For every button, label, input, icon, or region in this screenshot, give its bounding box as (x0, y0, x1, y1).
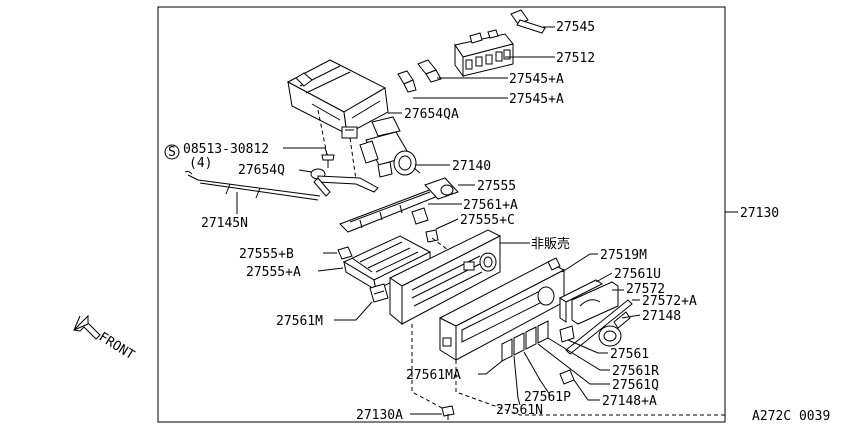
face-plate-27519m[interactable] (438, 257, 566, 361)
label-qty-4: (4) (189, 156, 212, 171)
clip-27148-a[interactable] (559, 369, 575, 385)
label-27572: 27572 (626, 282, 665, 297)
assembly-frame (157, 6, 726, 423)
clip-under-bracket[interactable] (341, 126, 358, 139)
label-27555-a: 27555+A (246, 265, 301, 280)
label-27555-c: 27555+C (460, 213, 515, 228)
leader-27561 (567, 339, 608, 354)
connector-27561m[interactable] (369, 283, 389, 303)
leader-27561n (513, 355, 521, 406)
control-panel-body[interactable] (388, 229, 502, 326)
label-27545-a-upper: 27545+A (509, 72, 564, 87)
leader-27555-c (435, 218, 459, 230)
bracket-27572[interactable] (571, 281, 619, 325)
screw-08513-30812[interactable] (321, 154, 335, 168)
leader-27561u (595, 272, 613, 283)
control-cable-27145n[interactable] (184, 170, 321, 201)
label-27561m: 27561M (276, 314, 323, 329)
guide-line-bottom-right (455, 360, 725, 416)
label-27555-b: 27555+B (239, 247, 294, 262)
label-27512: 27512 (556, 51, 595, 66)
leader-08513 (283, 147, 329, 158)
label-symbol-s: S (168, 145, 176, 160)
figure-code: A272C 0039 (752, 409, 830, 424)
guide-line-bottom-left (411, 324, 447, 411)
label-08513-30812: 08513-30812 (183, 142, 269, 157)
lever-27654q[interactable] (310, 168, 379, 197)
label-27555: 27555 (477, 179, 516, 194)
label-27148: 27148 (642, 309, 681, 324)
label-27561-a: 27561+A (463, 198, 518, 213)
leader-27561m (334, 301, 373, 321)
knob-27148[interactable] (598, 311, 631, 347)
guide-line-27555-c (431, 237, 449, 251)
leader-27561p (523, 351, 551, 396)
label-27654qa: 27654QA (404, 107, 459, 122)
label-27519m: 27519M (600, 248, 647, 263)
switch-27561[interactable] (559, 325, 575, 343)
switch-holder-27555-a[interactable] (342, 235, 432, 292)
knob-27545-a-lower[interactable] (397, 70, 417, 93)
label-27148-a: 27148+A (602, 394, 657, 409)
label-27130a: 27130A (356, 408, 403, 423)
label-27572-a: 27572+A (642, 294, 697, 309)
label-27654q: 27654Q (238, 163, 285, 178)
button-set-27561[interactable] (501, 320, 549, 362)
leader-27148 (621, 314, 641, 319)
label-27140: 27140 (452, 159, 491, 174)
label-27561q: 27561Q (612, 378, 659, 393)
standard-part-symbol (164, 144, 180, 160)
clip-27561-a[interactable] (411, 207, 429, 225)
bracket-27654qa[interactable] (286, 59, 389, 135)
leader-27148-a (573, 379, 600, 401)
front-arrow-icon (72, 314, 101, 340)
slider-lever-27555[interactable] (339, 177, 459, 233)
label-27145n: 27145N (201, 216, 248, 231)
motor-actuator-27140[interactable] (359, 116, 421, 178)
label-27545: 27545 (556, 20, 595, 35)
label-27561u: 27561U (614, 267, 661, 282)
label-27545-a-lower: 27545+A (509, 92, 564, 107)
leader-27654q (298, 169, 313, 173)
leader-27561ma (478, 360, 503, 375)
label-front: FRONT (96, 330, 137, 364)
knob-27545[interactable] (510, 9, 546, 34)
label-27561n: 27561N (496, 403, 543, 418)
clip-27555-b[interactable] (337, 246, 353, 260)
leader-27561q (537, 343, 610, 385)
leader-27561r (547, 337, 610, 371)
guide-line-bracket-2 (349, 137, 357, 181)
knob-27545-a-upper[interactable] (417, 59, 442, 83)
label-27561ma: 27561MA (406, 368, 461, 383)
leader-27519m (561, 253, 598, 273)
strip-27572-a[interactable] (565, 299, 633, 355)
label-27130: 27130 (740, 206, 779, 221)
screw-27130a[interactable] (441, 405, 455, 420)
label-27561r: 27561R (612, 364, 659, 379)
panel-27561u[interactable] (559, 279, 603, 323)
clip-27555-c[interactable] (425, 229, 439, 243)
switch-strip-27512[interactable] (454, 29, 514, 78)
leader-27555-a (317, 267, 344, 272)
label-27561: 27561 (610, 347, 649, 362)
label-27561p: 27561P (524, 390, 571, 405)
label-not-for-sale: 非販売 (531, 236, 570, 252)
